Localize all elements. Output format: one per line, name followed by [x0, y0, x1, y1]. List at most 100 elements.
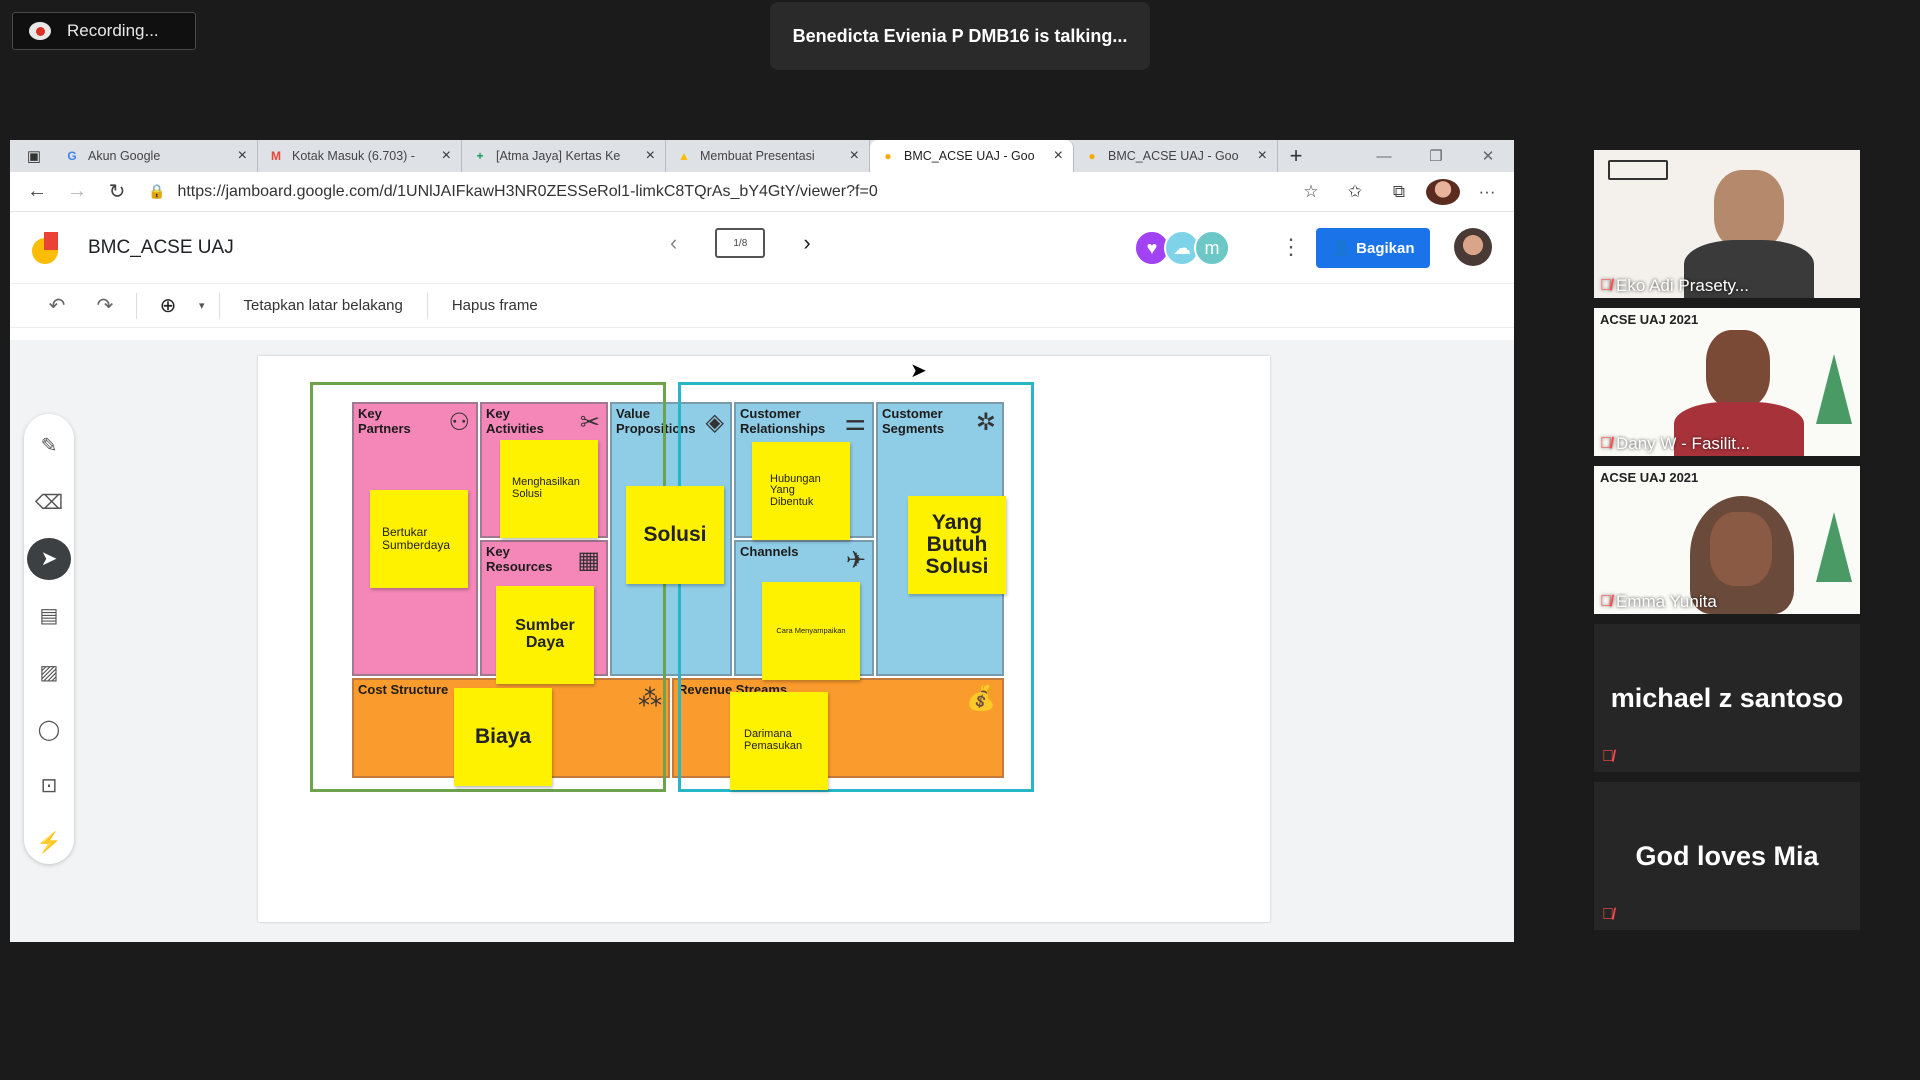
undo-icon[interactable]: ↶	[48, 295, 66, 317]
set-background-button[interactable]: Tetapkan latar belakang	[243, 297, 403, 314]
network-icon: ✲	[975, 409, 996, 436]
jam-toolbar: ↶ ↷ ⊕ ▾ Tetapkan latar belakang Hapus fr…	[10, 284, 1514, 328]
sticky-value-propositions[interactable]: Solusi	[626, 486, 724, 584]
tab-favicon-icon: G	[67, 149, 77, 163]
gift-icon: ◈	[705, 409, 724, 436]
tree-decoration	[1816, 354, 1852, 424]
jam-frame[interactable]: Key Partners ⚇ Key Activities ✂ Key Reso…	[258, 356, 1270, 922]
close-tab-icon[interactable]: ×	[645, 147, 655, 164]
reload-icon[interactable]: ↻	[108, 181, 126, 203]
close-tab-icon[interactable]: ×	[1257, 147, 1267, 164]
participant-tile[interactable]: michael z santoso 🎙̸	[1594, 624, 1860, 772]
favorites-icon[interactable]: ✩	[1347, 181, 1363, 201]
shape-tool-icon[interactable]: ◯	[37, 718, 61, 741]
sticky-customer-segments[interactable]: Yang Butuh Solusi	[908, 496, 1006, 594]
url-field[interactable]: 🔒 https://jamboard.google.com/d/1UNlJAIF…	[140, 176, 1288, 208]
mic-muted-icon: 🎙̸	[1600, 593, 1612, 610]
divider	[426, 292, 428, 319]
sticky-key-activities[interactable]: Menghasilkan Solusi	[500, 440, 598, 538]
sticky-revenue-streams[interactable]: Darimana Pemasukan	[730, 692, 828, 790]
frame-bar-button[interactable]: 1/8	[715, 228, 766, 258]
participant-tile[interactable]: ACSE UAJ 2021 🎙̸ Emma Yunita	[1594, 466, 1860, 614]
jamboard-logo-icon	[32, 231, 58, 264]
browser-tab[interactable]: + [Atma Jaya] Kertas Ke ×	[462, 140, 666, 172]
canvas-area: ✎ ⌫ ➤ ▤ ▨ ◯ ⊡ ⚡ Key Partners ⚇ Key Activ…	[10, 340, 1514, 942]
cell-title: Cost Structure	[358, 682, 449, 697]
cell-title: Key Activities	[486, 406, 544, 436]
participant-name: Emma Yunita	[1616, 592, 1717, 611]
tab-title: [Atma Jaya] Kertas Ke	[496, 149, 621, 163]
add-favorite-icon[interactable]: ☆	[1303, 181, 1319, 201]
image-tool-icon[interactable]: ▨	[39, 661, 59, 684]
more-options-icon[interactable]: ⋮	[1280, 234, 1302, 259]
jam-title[interactable]: BMC_ACSE UAJ	[88, 236, 234, 258]
laser-tool-icon[interactable]: ⚡	[36, 832, 62, 855]
minimize-icon[interactable]: —	[1376, 147, 1392, 165]
cost-network-icon: ⁂	[638, 685, 662, 712]
close-tab-icon[interactable]: ×	[441, 147, 451, 164]
mic-muted-icon: 🎙̸	[1600, 277, 1612, 294]
cell-title: Customer Segments	[882, 406, 945, 436]
redo-icon[interactable]: ↷	[96, 295, 114, 317]
forward-icon[interactable]: →	[67, 180, 87, 202]
sticky-note-tool-icon[interactable]: ▤	[39, 605, 59, 628]
tool-palette: ✎ ⌫ ➤ ▤ ▨ ◯ ⊡ ⚡	[24, 414, 74, 864]
participant-tile[interactable]: 🎙̸ Eko Adi Prasety...	[1594, 150, 1860, 298]
people-icon: ⚇	[448, 409, 470, 436]
select-tool-icon[interactable]: ➤	[27, 537, 71, 581]
mouse-cursor-icon: ➤	[910, 360, 927, 382]
cell-title: Channels	[740, 544, 799, 559]
browser-tab[interactable]: ●BMC_ACSE UAJ - Goo×	[1074, 140, 1278, 172]
share-button[interactable]: 👤 Bagikan	[1316, 228, 1430, 268]
address-bar-row: ← → ↻ 🔒 https://jamboard.google.com/d/1U…	[10, 172, 1514, 212]
zoom-dropdown-icon[interactable]: ▾	[199, 300, 205, 312]
participant-tile[interactable]: God loves Mia 🎙̸	[1594, 782, 1860, 930]
collaborator-avatar[interactable]: ☁	[1164, 230, 1200, 266]
sticky-key-resources[interactable]: Sumber Daya	[496, 586, 594, 684]
zoom-icon[interactable]: ⊕	[159, 295, 177, 317]
sticky-key-partners[interactable]: Bertukar Sumberdaya	[370, 490, 468, 588]
mic-muted-icon: 🎙̸	[1602, 906, 1614, 923]
profile-avatar[interactable]	[1426, 178, 1460, 205]
clear-frame-button[interactable]: Hapus frame	[451, 297, 538, 314]
participant-name: michael z santoso	[1610, 682, 1844, 713]
divider	[136, 292, 137, 319]
close-window-icon[interactable]: ✕	[1481, 148, 1495, 165]
pen-tool-icon[interactable]: ✎	[40, 434, 58, 457]
frame-navigator: ‹ 1/8 ›	[670, 228, 811, 258]
left-frame-outline[interactable]	[310, 382, 666, 792]
tab-favicon-icon: +	[476, 149, 484, 163]
money-bag-icon: 💰	[966, 685, 996, 712]
more-menu-icon[interactable]: ···	[1478, 181, 1496, 201]
sticky-cost-structure[interactable]: Biaya	[454, 688, 552, 786]
close-tab-icon[interactable]: ×	[1053, 147, 1063, 164]
cell-title: Customer Relationships	[740, 406, 826, 436]
sliders-icon: ⚌	[844, 409, 866, 436]
text-box-tool-icon[interactable]: ⊡	[40, 775, 58, 798]
tab-favicon-icon: M	[271, 149, 281, 163]
next-frame-icon[interactable]: ›	[803, 230, 811, 255]
restore-icon[interactable]: ❐	[1429, 148, 1443, 165]
collections-icon[interactable]: ⧉	[1392, 181, 1406, 201]
prev-frame-icon[interactable]: ‹	[670, 230, 678, 255]
tab-actions-icon[interactable]: ▣	[26, 148, 42, 165]
recording-indicator[interactable]: Recording...	[12, 12, 196, 50]
new-tab-button[interactable]: +	[1289, 143, 1303, 168]
sticky-customer-relationships[interactable]: Hubungan Yang Dibentuk	[752, 442, 850, 540]
collaborator-avatar[interactable]: m	[1194, 230, 1230, 266]
close-tab-icon[interactable]: ×	[849, 147, 859, 164]
collaborator-avatars: ♥ ☁ m	[1134, 230, 1230, 266]
eraser-tool-icon[interactable]: ⌫	[34, 491, 64, 514]
close-tab-icon[interactable]: ×	[237, 147, 247, 164]
back-icon[interactable]: ←	[27, 180, 47, 202]
browser-tab[interactable]: ●BMC_ACSE UAJ - Goo×	[870, 140, 1074, 172]
participant-tile[interactable]: ACSE UAJ 2021 🎙̸ Dany W - Fasilit...	[1594, 308, 1860, 456]
account-avatar[interactable]	[1454, 228, 1492, 266]
right-frame-outline[interactable]	[678, 382, 1034, 792]
sticky-channels[interactable]: Cara Menyampaikan	[762, 582, 860, 680]
participant-name: God loves Mia	[1635, 840, 1819, 871]
browser-tab[interactable]: ▲Membuat Presentasi×	[666, 140, 870, 172]
